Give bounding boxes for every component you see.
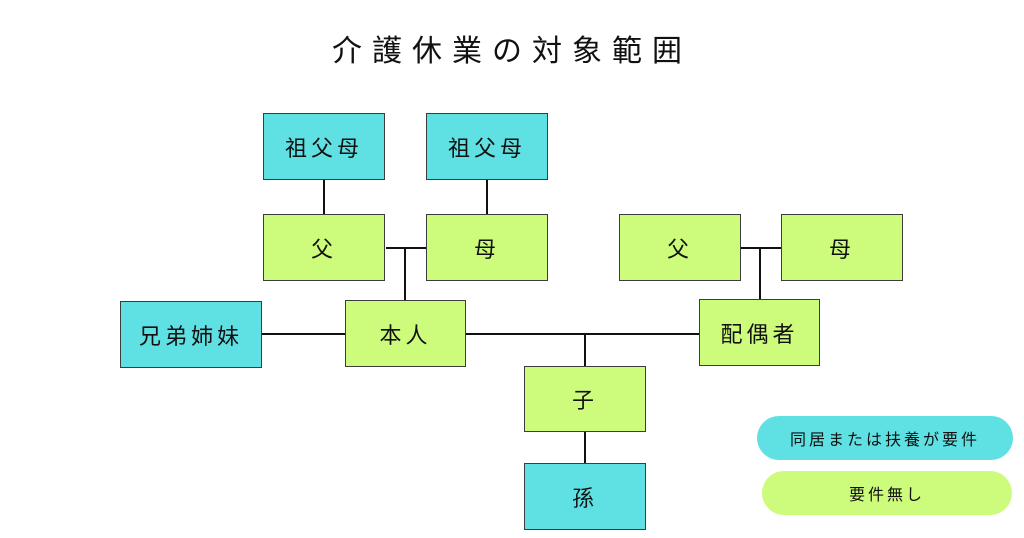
legend-unconditional: 要件無し	[762, 471, 1012, 515]
node-father: 父	[263, 214, 385, 281]
node-mother: 母	[426, 214, 548, 281]
node-siblings: 兄弟姉妹	[120, 301, 262, 368]
node-grandparents-paternal: 祖父母	[263, 113, 385, 180]
node-self: 本人	[345, 300, 466, 367]
legend-conditional: 同居または扶養が要件	[757, 416, 1013, 460]
node-spouse: 配偶者	[699, 299, 820, 366]
node-spouse-father: 父	[619, 214, 741, 281]
node-spouse-mother: 母	[781, 214, 903, 281]
node-child: 子	[524, 366, 646, 432]
node-grandchild: 孫	[524, 463, 646, 530]
page-title: 介護休業の対象範囲	[332, 34, 692, 69]
node-grandparents-maternal: 祖父母	[426, 113, 548, 180]
